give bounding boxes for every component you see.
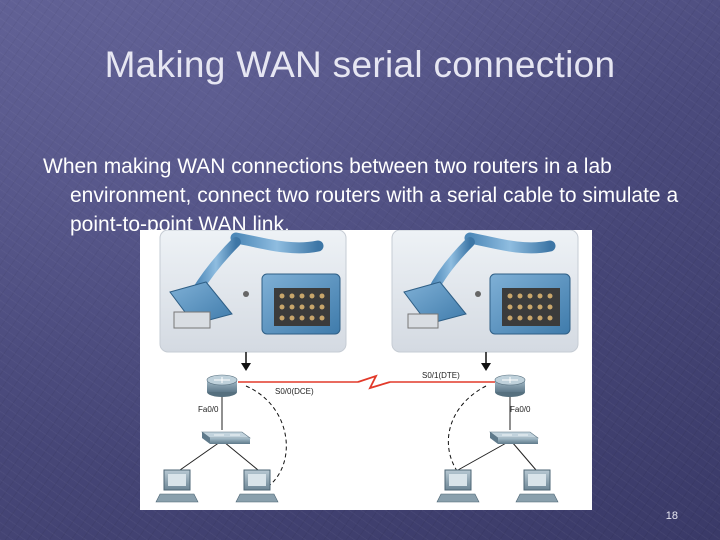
pc-icon xyxy=(236,470,278,502)
left-fastethernet-label: Fa0/0 xyxy=(198,405,219,414)
left-serial-interface-label: S0/0(DCE) xyxy=(275,387,314,396)
right-down-arrow xyxy=(481,352,491,371)
left-router-icon xyxy=(207,375,237,397)
left-down-arrow xyxy=(241,352,251,371)
pc-icon xyxy=(156,470,198,502)
page-number: 18 xyxy=(666,510,678,522)
slide-title: Making WAN serial connection xyxy=(0,44,720,86)
left-serial-cable-photo xyxy=(160,230,346,352)
pc-icon xyxy=(516,470,558,502)
right-fastethernet-label: Fa0/0 xyxy=(510,405,531,414)
wan-figure: S0/0(DCE) S0/1(DTE) Fa0/0 Fa0/0 xyxy=(140,230,592,510)
pc-icon xyxy=(437,470,479,502)
slide-body-text: When making WAN connections between two … xyxy=(43,152,710,239)
right-switch-icon xyxy=(490,432,538,444)
wan-diagram: S0/0(DCE) S0/1(DTE) Fa0/0 Fa0/0 xyxy=(140,230,592,510)
right-serial-cable-photo xyxy=(392,230,578,352)
right-serial-interface-label: S0/1(DTE) xyxy=(422,371,460,380)
right-router-icon xyxy=(495,375,525,397)
left-switch-icon xyxy=(202,432,250,444)
